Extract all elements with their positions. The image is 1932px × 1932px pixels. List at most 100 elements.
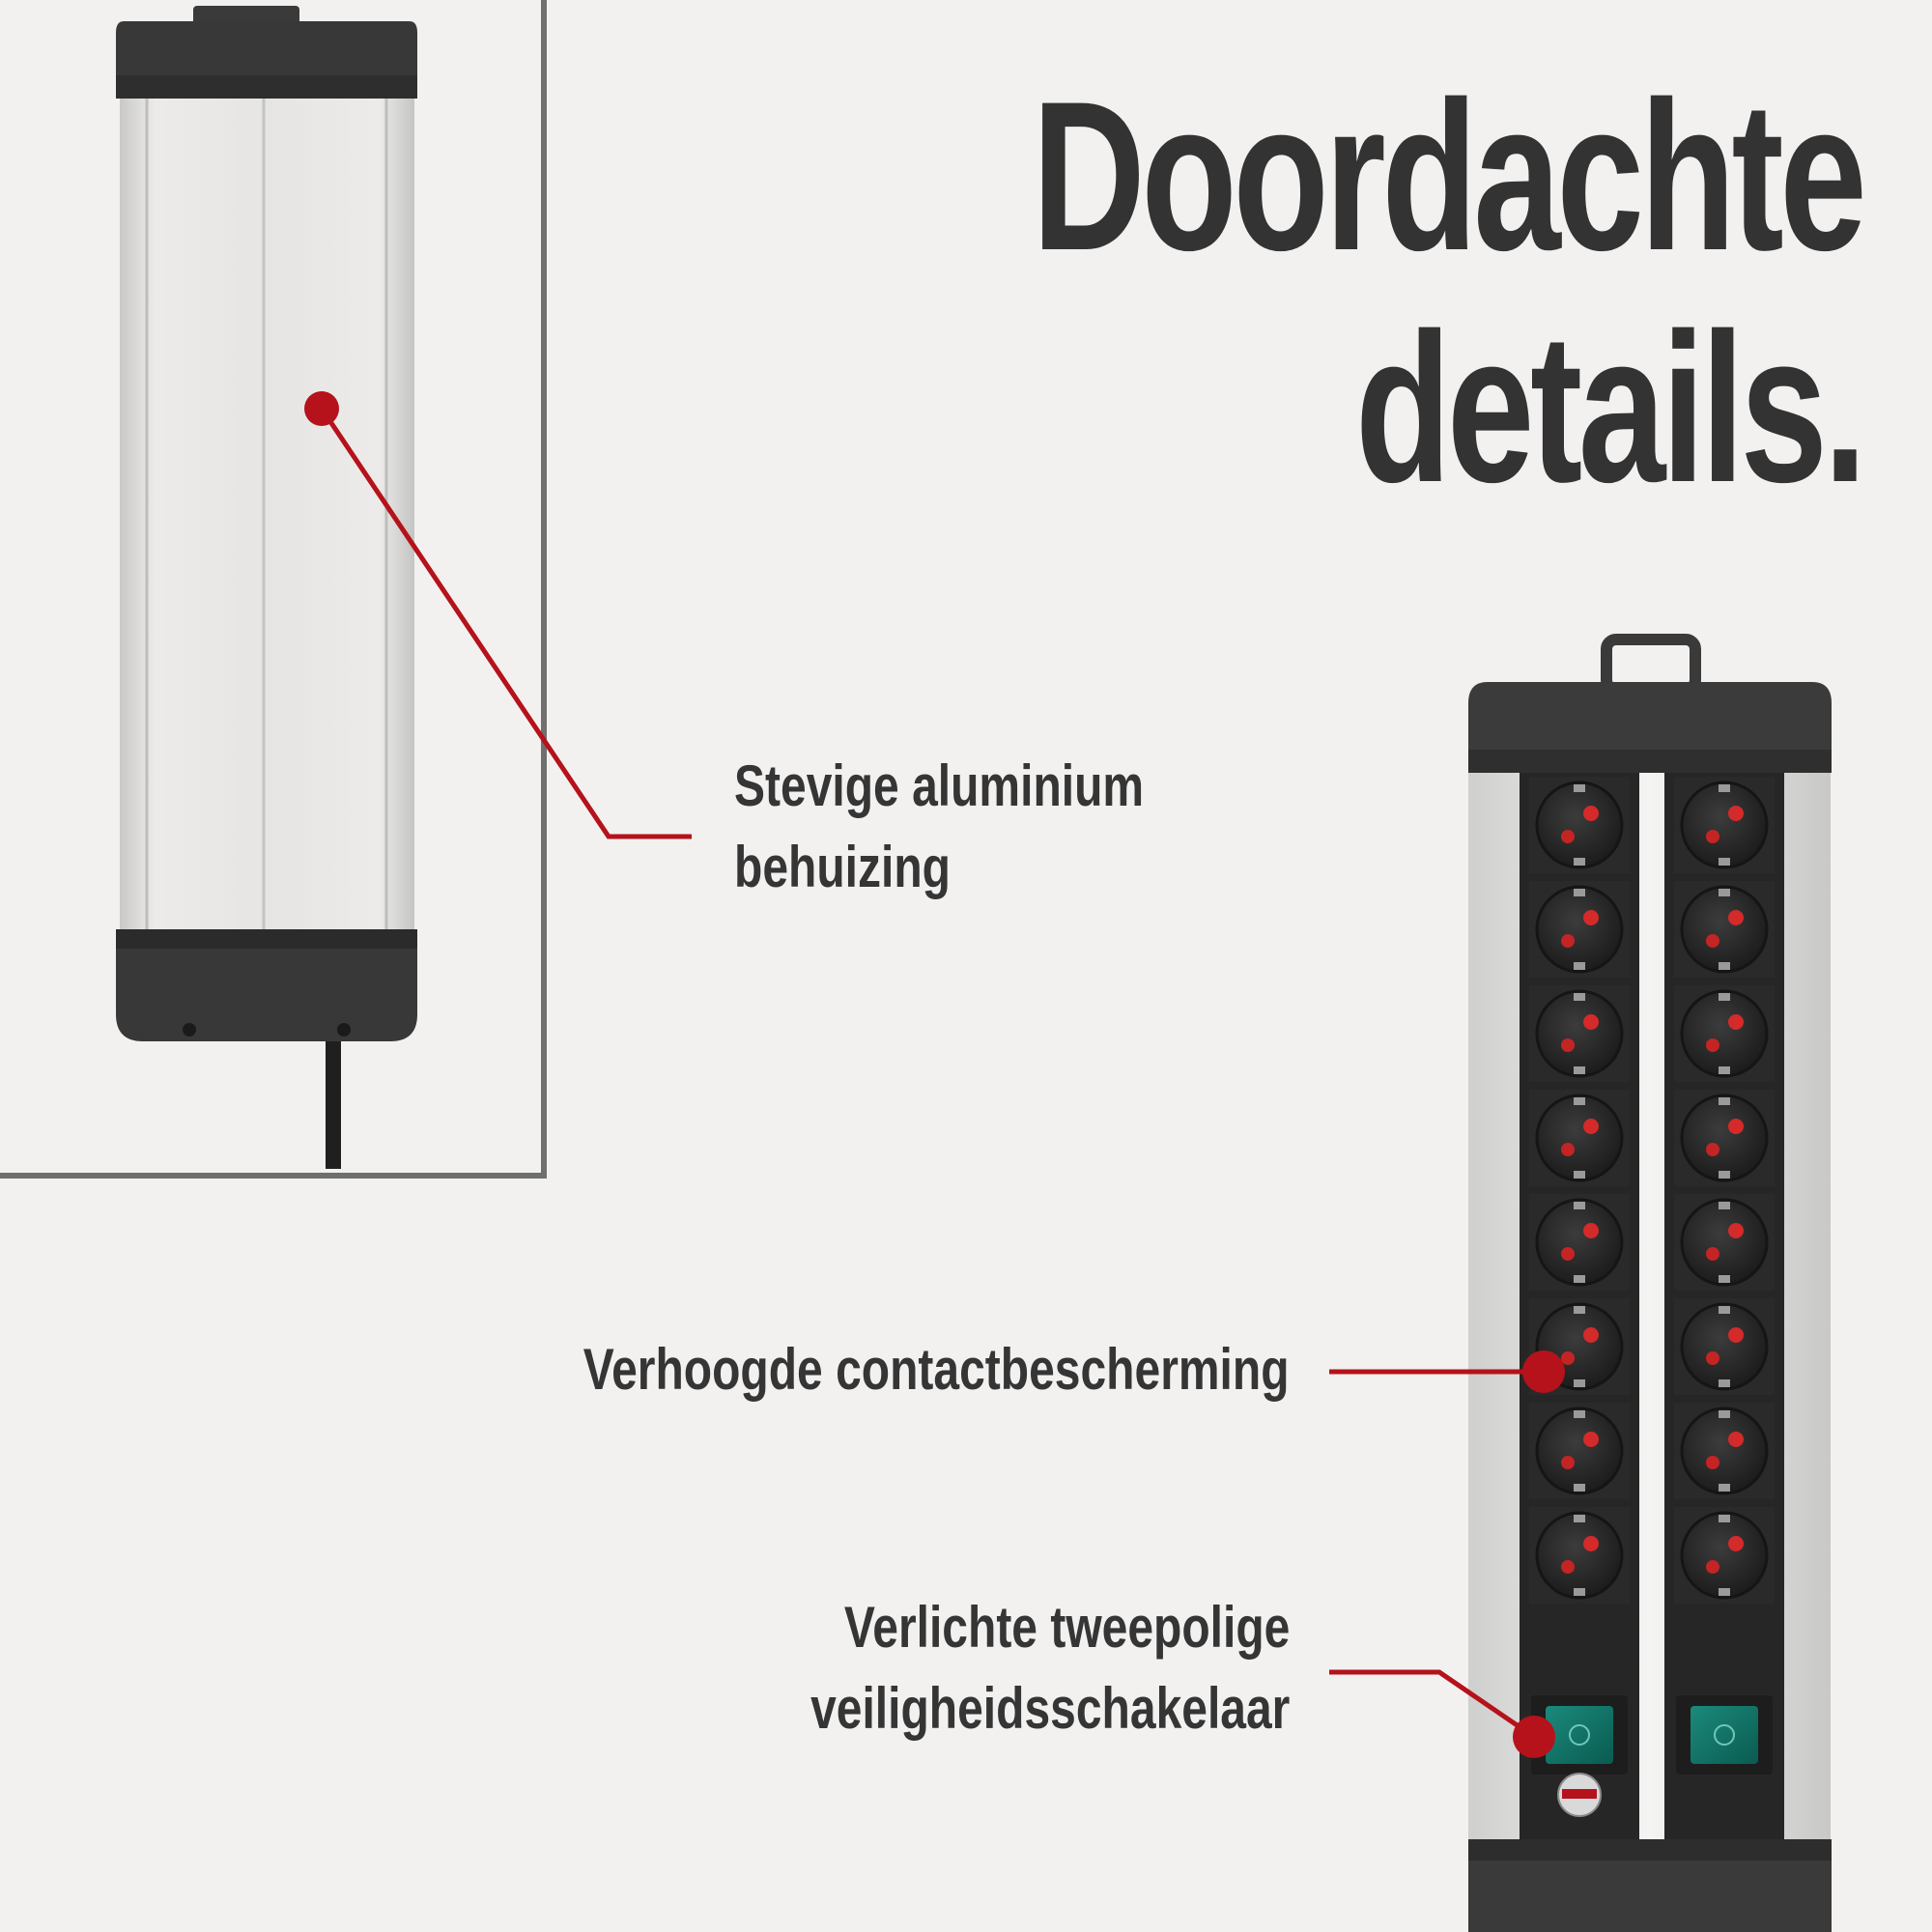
earth-clip-top — [1719, 1306, 1730, 1314]
earth-clip-bottom — [1574, 1066, 1585, 1074]
socket-recess — [1535, 989, 1624, 1078]
socket-pin-hole — [1561, 934, 1575, 948]
callout-dot-switch — [1513, 1716, 1555, 1758]
earth-clip-top — [1719, 784, 1730, 792]
earth-clip-top — [1719, 993, 1730, 1001]
socket-pin-hole — [1728, 1014, 1744, 1030]
socket-recess — [1535, 1198, 1624, 1287]
earth-clip-top — [1574, 1515, 1585, 1522]
socket-recess — [1680, 1198, 1769, 1287]
earth-clip-bottom — [1719, 1171, 1730, 1179]
socket-pin-hole — [1583, 910, 1599, 925]
socket-pin-hole — [1728, 910, 1744, 925]
earth-clip-top — [1719, 1410, 1730, 1418]
callout-contact-line: Verhoogde contactbescherming — [583, 1337, 1290, 1402]
socket-pin-hole — [1706, 1143, 1719, 1156]
socket-pin-hole — [1728, 1536, 1744, 1551]
socket-pin-hole — [1583, 1119, 1599, 1134]
callout-dot-contact — [1522, 1350, 1565, 1393]
callout-line-aluminium — [319, 407, 692, 839]
headline-line-2: details. — [1354, 289, 1867, 526]
inset-bottom-cap — [116, 929, 417, 1041]
callout-lines — [304, 391, 1565, 1758]
socket-pin-hole — [1561, 1038, 1575, 1052]
socket-recess — [1535, 885, 1624, 974]
earth-clip-bottom — [1574, 1379, 1585, 1387]
socket-grid — [1529, 777, 1775, 1604]
earth-clip-bottom — [1574, 1588, 1585, 1596]
socket-recess — [1535, 1511, 1624, 1600]
socket — [1529, 1194, 1630, 1291]
socket-recess — [1680, 885, 1769, 974]
socket-pin-hole — [1706, 830, 1719, 843]
socket — [1529, 881, 1630, 978]
callout-aluminium-housing: Stevige aluminium behuizing — [734, 746, 1144, 908]
inset-aluminium-body — [120, 87, 414, 937]
earth-clip-top — [1719, 1202, 1730, 1209]
socket-pin-hole — [1706, 1560, 1719, 1574]
socket-pin-hole — [1706, 1456, 1719, 1469]
headline-line-1: Doordachte — [1031, 57, 1867, 295]
socket-pin-hole — [1728, 1119, 1744, 1134]
inset-cable — [326, 1034, 341, 1169]
socket-pin-hole — [1706, 1038, 1719, 1052]
socket-pin-hole — [1706, 934, 1719, 948]
socket-pin-hole — [1728, 1432, 1744, 1447]
socket-recess — [1535, 781, 1624, 869]
socket — [1674, 881, 1775, 978]
earth-clip-bottom — [1574, 858, 1585, 866]
socket-pin-hole — [1583, 806, 1599, 821]
socket — [1674, 1298, 1775, 1395]
earth-clip-top — [1719, 1097, 1730, 1105]
socket-recess — [1680, 1302, 1769, 1391]
socket — [1674, 985, 1775, 1082]
socket-pin-hole — [1561, 1143, 1575, 1156]
socket-pin-hole — [1728, 806, 1744, 821]
socket — [1529, 985, 1630, 1082]
earth-clip-top — [1574, 1410, 1585, 1418]
socket — [1529, 1090, 1630, 1186]
socket-pin-hole — [1706, 1351, 1719, 1365]
socket-recess — [1680, 1094, 1769, 1182]
earth-clip-bottom — [1719, 1588, 1730, 1596]
socket — [1529, 777, 1630, 873]
earth-clip-top — [1574, 889, 1585, 896]
socket — [1529, 1507, 1630, 1604]
earth-clip-bottom — [1574, 962, 1585, 970]
earth-clip-top — [1574, 1097, 1585, 1105]
earth-clip-bottom — [1719, 1066, 1730, 1074]
socket-pin-hole — [1561, 1456, 1575, 1469]
socket — [1529, 1403, 1630, 1499]
callout-switch-line-2: veiligheidsschakelaar — [810, 1676, 1290, 1741]
callout-aluminium-line-2: behuizing — [734, 835, 951, 899]
earth-clip-bottom — [1719, 962, 1730, 970]
earth-clip-top — [1719, 889, 1730, 896]
socket — [1674, 1194, 1775, 1291]
socket — [1674, 1090, 1775, 1186]
socket-pin-hole — [1728, 1327, 1744, 1343]
earth-clip-top — [1574, 784, 1585, 792]
earth-clip-top — [1574, 993, 1585, 1001]
earth-clip-bottom — [1574, 1484, 1585, 1492]
inset-side-view — [0, 0, 547, 1179]
socket-recess — [1680, 1406, 1769, 1495]
callout-aluminium-line-1: Stevige aluminium — [734, 753, 1145, 818]
socket-pin-hole — [1583, 1536, 1599, 1551]
callout-dot-aluminium — [304, 391, 339, 426]
socket — [1674, 1403, 1775, 1499]
socket-pin-hole — [1561, 1560, 1575, 1574]
socket-pin-hole — [1583, 1327, 1599, 1343]
socket-pin-hole — [1583, 1223, 1599, 1238]
callout-line-switch — [1329, 1669, 1536, 1740]
earth-clip-top — [1719, 1515, 1730, 1522]
socket-pin-hole — [1706, 1247, 1719, 1261]
socket-recess — [1680, 989, 1769, 1078]
bottom-cap — [1468, 1839, 1832, 1932]
earth-clip-bottom — [1719, 858, 1730, 866]
socket-pin-hole — [1561, 1247, 1575, 1261]
socket-pin-hole — [1583, 1014, 1599, 1030]
safety-switch-left — [1546, 1706, 1613, 1764]
earth-clip-bottom — [1719, 1379, 1730, 1387]
earth-clip-bottom — [1574, 1171, 1585, 1179]
